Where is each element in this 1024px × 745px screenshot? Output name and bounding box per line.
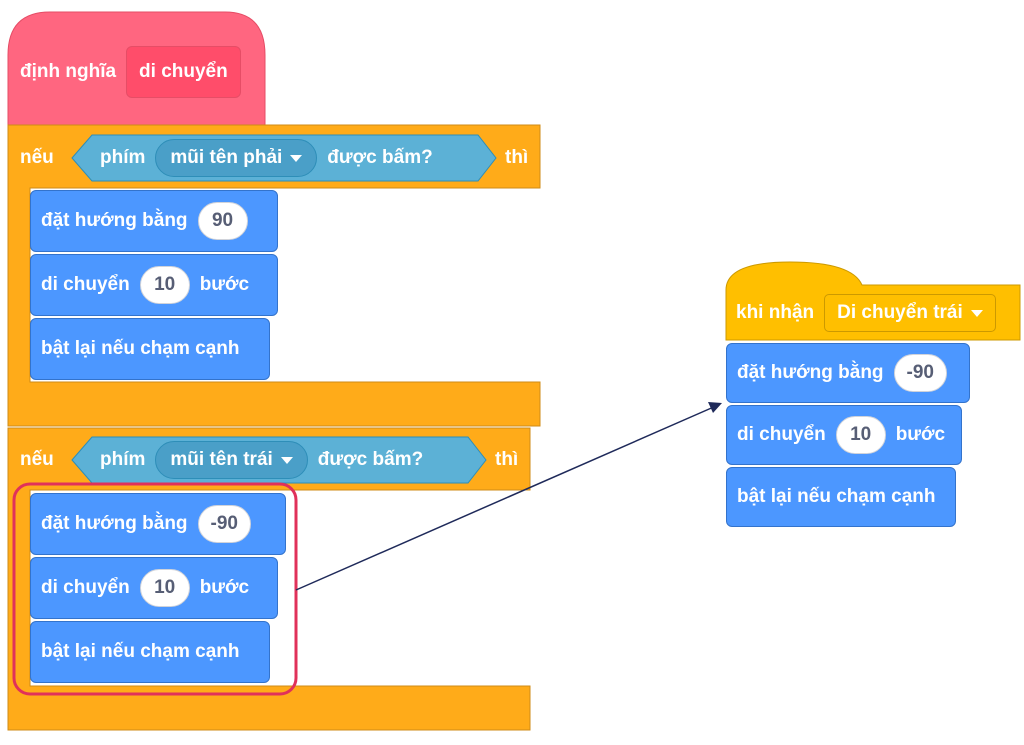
key-pressed-right[interactable]: phím mũi tên phải được bấm?: [100, 135, 433, 181]
if-label: nếu: [20, 449, 54, 470]
direction-value-input[interactable]: -90: [197, 505, 251, 543]
direction-value-input[interactable]: 90: [197, 202, 248, 240]
define-label: định nghĩa: [20, 61, 117, 82]
key-pressed-left[interactable]: phím mũi tên trái được bấm?: [100, 437, 423, 483]
key-dropdown-value: mũi tên trái: [170, 449, 273, 470]
block-text: bật lại nếu chạm cạnh: [737, 486, 936, 507]
block-text: đặt hướng bằng: [41, 513, 188, 534]
block-text: bật lại nếu chạm cạnh: [41, 641, 240, 662]
message-dropdown[interactable]: Di chuyển trái: [824, 294, 996, 332]
arrowhead: [708, 402, 722, 413]
message-dropdown-value: Di chuyển trái: [837, 302, 963, 323]
point-direction-block[interactable]: đặt hướng bằng -90: [30, 493, 286, 555]
pressed-label: được bấm?: [327, 147, 433, 168]
if-label: nếu: [20, 147, 54, 168]
key-label: phím: [100, 449, 146, 470]
dropdown-caret-icon: [290, 154, 303, 162]
steps-value-input[interactable]: 10: [139, 569, 190, 607]
block-text: đặt hướng bằng: [41, 210, 188, 231]
key-label: phím: [100, 147, 146, 168]
key-dropdown-value: mũi tên phải: [170, 147, 283, 168]
arrow-line: [295, 405, 717, 591]
block-suffix: bước: [895, 424, 946, 445]
block-text: di chuyển: [41, 577, 130, 598]
if-right-header[interactable]: nếu: [20, 135, 54, 181]
dropdown-caret-icon: [970, 309, 983, 317]
define-name[interactable]: di chuyển: [126, 46, 241, 98]
steps-value-input[interactable]: 10: [835, 416, 886, 454]
steps-value-input[interactable]: 10: [139, 266, 190, 304]
block-text: đặt hướng bằng: [737, 362, 884, 383]
block-suffix: bước: [199, 274, 250, 295]
move-steps-block[interactable]: di chuyển 10 bước: [30, 557, 278, 619]
block-text: di chuyển: [737, 424, 826, 445]
bounce-edge-block[interactable]: bật lại nếu chạm cạnh: [30, 318, 270, 380]
then-left: thì: [495, 437, 518, 483]
bounce-edge-block[interactable]: bật lại nếu chạm cạnh: [30, 621, 270, 683]
when-receive-hat[interactable]: khi nhận Di chuyển trái: [736, 290, 996, 336]
direction-value-input[interactable]: -90: [893, 354, 947, 392]
key-dropdown-left[interactable]: mũi tên trái: [155, 441, 308, 479]
block-suffix: bước: [199, 577, 250, 598]
if-left-header[interactable]: nếu: [20, 437, 54, 483]
bounce-edge-block[interactable]: bật lại nếu chạm cạnh: [726, 467, 956, 527]
define-block[interactable]: định nghĩa di chuyển: [20, 44, 241, 100]
then-label: thì: [505, 147, 529, 168]
then-label: thì: [495, 449, 519, 470]
point-direction-block[interactable]: đặt hướng bằng 90: [30, 190, 278, 252]
move-steps-block[interactable]: di chuyển 10 bước: [30, 254, 278, 316]
move-steps-block[interactable]: di chuyển 10 bước: [726, 405, 962, 465]
hat-label: khi nhận: [736, 302, 815, 323]
point-direction-block[interactable]: đặt hướng bằng -90: [726, 343, 970, 403]
block-text: di chuyển: [41, 274, 130, 295]
key-dropdown-right[interactable]: mũi tên phải: [155, 139, 318, 177]
highlight-box: [12, 482, 298, 696]
then-right: thì: [505, 135, 528, 181]
dropdown-caret-icon: [280, 456, 293, 464]
block-text: bật lại nếu chạm cạnh: [41, 338, 240, 359]
pressed-label: được bấm?: [317, 449, 424, 470]
